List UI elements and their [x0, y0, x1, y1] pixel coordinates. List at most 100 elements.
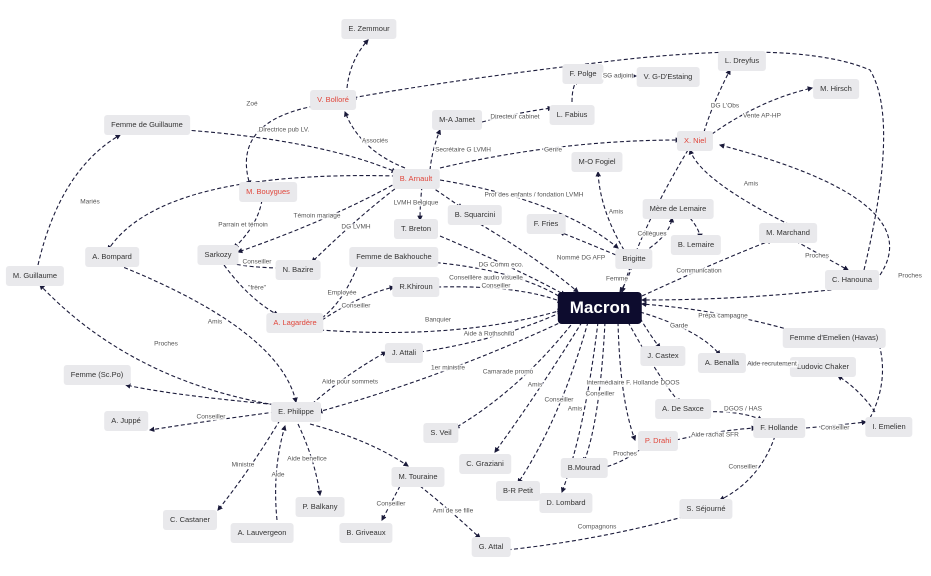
label-prepa: Prépa campagne [697, 312, 749, 320]
node-desaxce[interactable]: A. De Saxce [655, 399, 711, 419]
node-juppe[interactable]: A. Juppé [104, 411, 148, 431]
label-associes: Associés [360, 137, 390, 145]
label-conseiller-kh: Conseiller [480, 282, 512, 290]
label-premier-ministre: 1er ministre [430, 364, 466, 372]
label-sg-adjoint: SG adjoint [601, 72, 635, 80]
node-marchand[interactable]: M. Marchand [759, 223, 817, 243]
edge-sejourne-attal [504, 514, 691, 553]
label-parrain: Parrain et témoin [217, 221, 269, 229]
label-dg-lobs: DG L'Obs [709, 102, 741, 110]
label-amis-graziani: Amis [526, 381, 544, 389]
label-communication: Communication [675, 267, 723, 275]
node-bollore[interactable]: V. Bolloré [310, 90, 356, 110]
node-benalla[interactable]: A. Benalla [697, 353, 747, 373]
label-ministre: Ministre [230, 461, 256, 469]
label-banquier: Banquier [423, 316, 453, 324]
node-lemaire[interactable]: B. Lemaire [670, 235, 722, 255]
node-mere-lemaire[interactable]: Mère de Lemaire [642, 199, 714, 219]
node-philippe[interactable]: E. Philippe [271, 402, 321, 422]
node-squarcini[interactable]: B. Squarcini [447, 205, 503, 225]
node-brigitte[interactable]: Brigitte [615, 249, 653, 269]
label-proches-marchand: Proches [897, 272, 923, 280]
label-intermediaire: Intermédiaire F. Hollande DOOS [585, 379, 681, 387]
node-sejourne[interactable]: S. Séjourné [679, 499, 733, 519]
node-dreyfus[interactable]: L. Dreyfus [717, 51, 767, 71]
node-polge[interactable]: F. Polge [562, 64, 604, 84]
label-femme: Femme [604, 275, 630, 283]
label-amis-fogiel: Amis [607, 208, 625, 216]
node-guillaume[interactable]: M. Guillaume [5, 266, 65, 286]
label-proches-guillaume: Proches [153, 340, 179, 348]
node-touraine[interactable]: M. Touraine [391, 467, 445, 487]
label-amis-bompard: Amis [206, 318, 224, 326]
node-breton[interactable]: T. Breton [393, 219, 439, 239]
edge-macron-veil [454, 319, 576, 429]
edge-hollande-sejourne [719, 435, 776, 501]
label-aide-rachat: Aide rachat SFR [690, 431, 740, 439]
node-sarkozy[interactable]: Sarkozy [197, 245, 239, 265]
node-petit[interactable]: B-R Petit [495, 481, 541, 501]
node-drahi[interactable]: P. Drahi [637, 431, 679, 451]
edge-jamet-fabius [481, 105, 554, 123]
node-khiroun[interactable]: R.Khiroun [392, 277, 440, 297]
edge-philippe-guillaume [39, 284, 276, 406]
label-conseiller-petit: Conseiller [543, 396, 575, 404]
node-graziani[interactable]: C. Graziani [459, 454, 511, 474]
edge-macron-benalla [639, 311, 721, 356]
label-directrice-pub: Directrice pub LV. [257, 126, 311, 134]
node-lombard[interactable]: D. Lombard [539, 493, 593, 513]
node-zemmour[interactable]: E. Zemmour [341, 19, 397, 39]
node-emelien[interactable]: I. Emelien [865, 417, 913, 437]
edge-femme-arnault [184, 129, 398, 173]
label-secretaire: Secrétaire G LVMH [434, 146, 492, 154]
node-castex[interactable]: J. Castex [640, 346, 686, 366]
node-macron[interactable]: Macron [557, 292, 643, 324]
node-hollande[interactable]: F. Hollande [753, 418, 805, 438]
label-compagnons: Compagnons [576, 523, 618, 531]
node-attal[interactable]: G. Attal [471, 537, 511, 557]
node-femme-emelien[interactable]: Femme d'Emelien (Havas) [782, 328, 886, 348]
node-arnault[interactable]: B. Arnault [392, 169, 440, 189]
label-conseiller-sarko: Conseiller [241, 258, 273, 266]
node-bazire[interactable]: N. Bazire [275, 260, 321, 280]
label-temoin-mariage: Témoin mariage [292, 212, 342, 220]
node-hirsch[interactable]: M. Hirsch [813, 79, 859, 99]
node-femme-guillaume[interactable]: Femme de Guillaume [104, 115, 190, 135]
node-castaner[interactable]: C. Castaner [162, 510, 218, 530]
node-fries[interactable]: F. Fries [526, 214, 566, 234]
label-aide-rothschild: Aide à Rothschild [462, 330, 516, 338]
node-griveaux[interactable]: B. Griveaux [339, 523, 393, 543]
edge-philippe-castaner [217, 419, 281, 511]
edge-emelien-chaker [837, 375, 876, 413]
node-destaing[interactable]: V. G-D'Estaing [636, 67, 700, 87]
node-bouygues[interactable]: M. Bouygues [239, 182, 297, 202]
edge-brigitte-fries [558, 231, 617, 256]
node-jamet[interactable]: M-A Jamet [432, 110, 482, 130]
node-lauvergeon[interactable]: A. Lauvergeon [230, 523, 294, 543]
node-veil[interactable]: S. Veil [423, 423, 459, 443]
label-conseiller-mourad: Conseiller [584, 390, 616, 398]
node-lagardere[interactable]: A. Lagardère [266, 313, 324, 333]
node-balkany[interactable]: P. Balkany [295, 497, 345, 517]
label-aide-lauv: Aide [270, 471, 286, 479]
label-aide-sommets: Aide pour sommets [321, 378, 379, 386]
edge-bollore-zemmour [346, 39, 369, 89]
node-chaker[interactable]: Ludovic Chaker [789, 357, 857, 377]
node-fogiel[interactable]: M-O Fogiel [571, 152, 623, 172]
label-employee: Employée [326, 289, 358, 297]
node-niel[interactable]: X. Niel [676, 131, 714, 151]
edge-khiroun-macron [436, 286, 564, 303]
label-dg-comm: DG Comm eco. [477, 261, 525, 269]
label-conseillere-av: Conseillère audio visuelle [448, 274, 524, 282]
label-amis-lombard: Amis [566, 405, 584, 413]
edge-bollore-bouygues [245, 104, 321, 187]
edge-philippe-balkany [297, 423, 323, 497]
node-bakhouche[interactable]: Femme de Bakhouche [349, 247, 439, 267]
node-mourad[interactable]: B.Mourad [560, 458, 608, 478]
label-conseiller-griveaux: Conseiller [375, 500, 407, 508]
node-hanouna[interactable]: C. Hanouna [824, 270, 880, 290]
node-fabius[interactable]: L. Fabius [549, 105, 595, 125]
node-femme-scpo[interactable]: Femme (Sc.Po) [63, 365, 131, 385]
node-attali[interactable]: J. Attali [384, 343, 424, 363]
node-bompard[interactable]: A. Bompard [85, 247, 139, 267]
